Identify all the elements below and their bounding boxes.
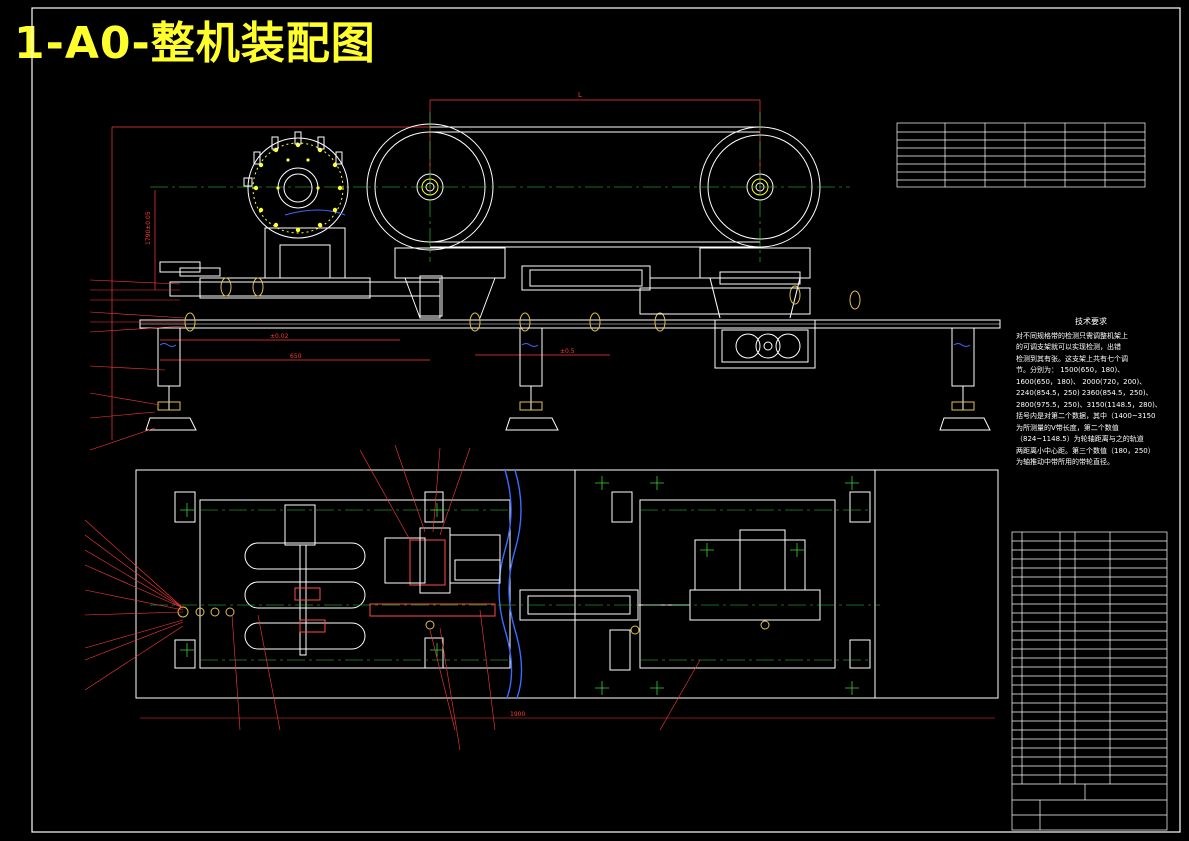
parameter-table	[896, 122, 1146, 188]
dial-pegs	[243, 131, 343, 187]
top-span-dimension	[429, 99, 761, 190]
guide-block	[384, 527, 501, 594]
mid-span-label: ±0.5	[560, 348, 575, 355]
lower-dim-a-label: ±0.02	[270, 333, 289, 340]
legs	[145, 327, 991, 431]
tech-line: 2240(854.5，250) 2360(854.5，250)、	[1016, 389, 1153, 397]
top-span-label: L	[578, 91, 582, 99]
tech-line: 的可调支架就可以实现检测，出错	[1016, 343, 1121, 351]
gearbox	[714, 319, 816, 369]
plan-view: 1900	[84, 444, 999, 751]
plan-break-lines	[498, 469, 523, 699]
plan-hatch	[294, 539, 496, 633]
pulley-pedestal-left	[394, 247, 506, 319]
title-block	[1012, 784, 1167, 830]
plan-clamps	[174, 491, 871, 669]
lower-dim-b-label: 650	[290, 353, 302, 360]
tech-requirements: 技术要求 对不同规格带的检测只需调整机架上 的可调支架就可以实现检测，出错 检测…	[1016, 316, 1166, 469]
dial-housing	[247, 137, 349, 279]
parts-list	[1011, 531, 1168, 831]
slide-fittings	[184, 277, 861, 332]
plan-fasteners	[177, 606, 770, 635]
tech-line: 2800(975.5，250)、3150(1148.5，280)、	[1016, 400, 1162, 409]
tech-line: （824~1148.5）为轮轴距离与之的轨道	[1016, 435, 1144, 443]
tech-line: 两距离小中心距。第三个数值（180，250）	[1016, 446, 1155, 455]
front-view: L 1790±0.05 ±0.02 650 ±0.5	[89, 91, 1001, 451]
tech-line: 括号内是对第二个数据，其中（1400~3150	[1016, 412, 1156, 420]
belt	[430, 126, 760, 248]
plan-frame	[135, 469, 999, 699]
plan-cylinder	[519, 529, 821, 671]
plan-width-label: 1900	[510, 711, 525, 718]
parts-list-rows	[1012, 540, 1167, 785]
left-height-label: 1790±0.05	[145, 211, 152, 245]
tech-requirements-heading: 技术要求	[1075, 317, 1107, 326]
plan-center-marks	[150, 476, 880, 695]
plan-leaders	[84, 444, 701, 751]
tech-line: 为轴推动中带所用的带轮直径。	[1016, 458, 1114, 466]
slide-shaft	[159, 261, 443, 317]
page-title: 1-A0-整机装配图	[14, 18, 376, 69]
drawing-border	[31, 7, 1181, 833]
front-leaders	[89, 279, 186, 451]
dial-holes	[253, 142, 343, 233]
leg-break-lines	[159, 343, 971, 347]
tech-line: 为所测量的V带长度，第二个数值	[1016, 423, 1119, 432]
tech-line: 节。分别为： 1500(650，180)、	[1016, 366, 1125, 374]
tech-line: 对不同规格带的检测只需调整机架上	[1016, 331, 1128, 340]
pulley-pedestal-right	[699, 247, 811, 319]
main-frame-beam	[139, 319, 1001, 329]
tech-line: 检测到其有张。这支架上共有七个调	[1016, 354, 1128, 363]
air-cylinder	[521, 265, 811, 315]
tech-line: 1600(650，180)、 2000(720，200)、	[1016, 377, 1147, 386]
